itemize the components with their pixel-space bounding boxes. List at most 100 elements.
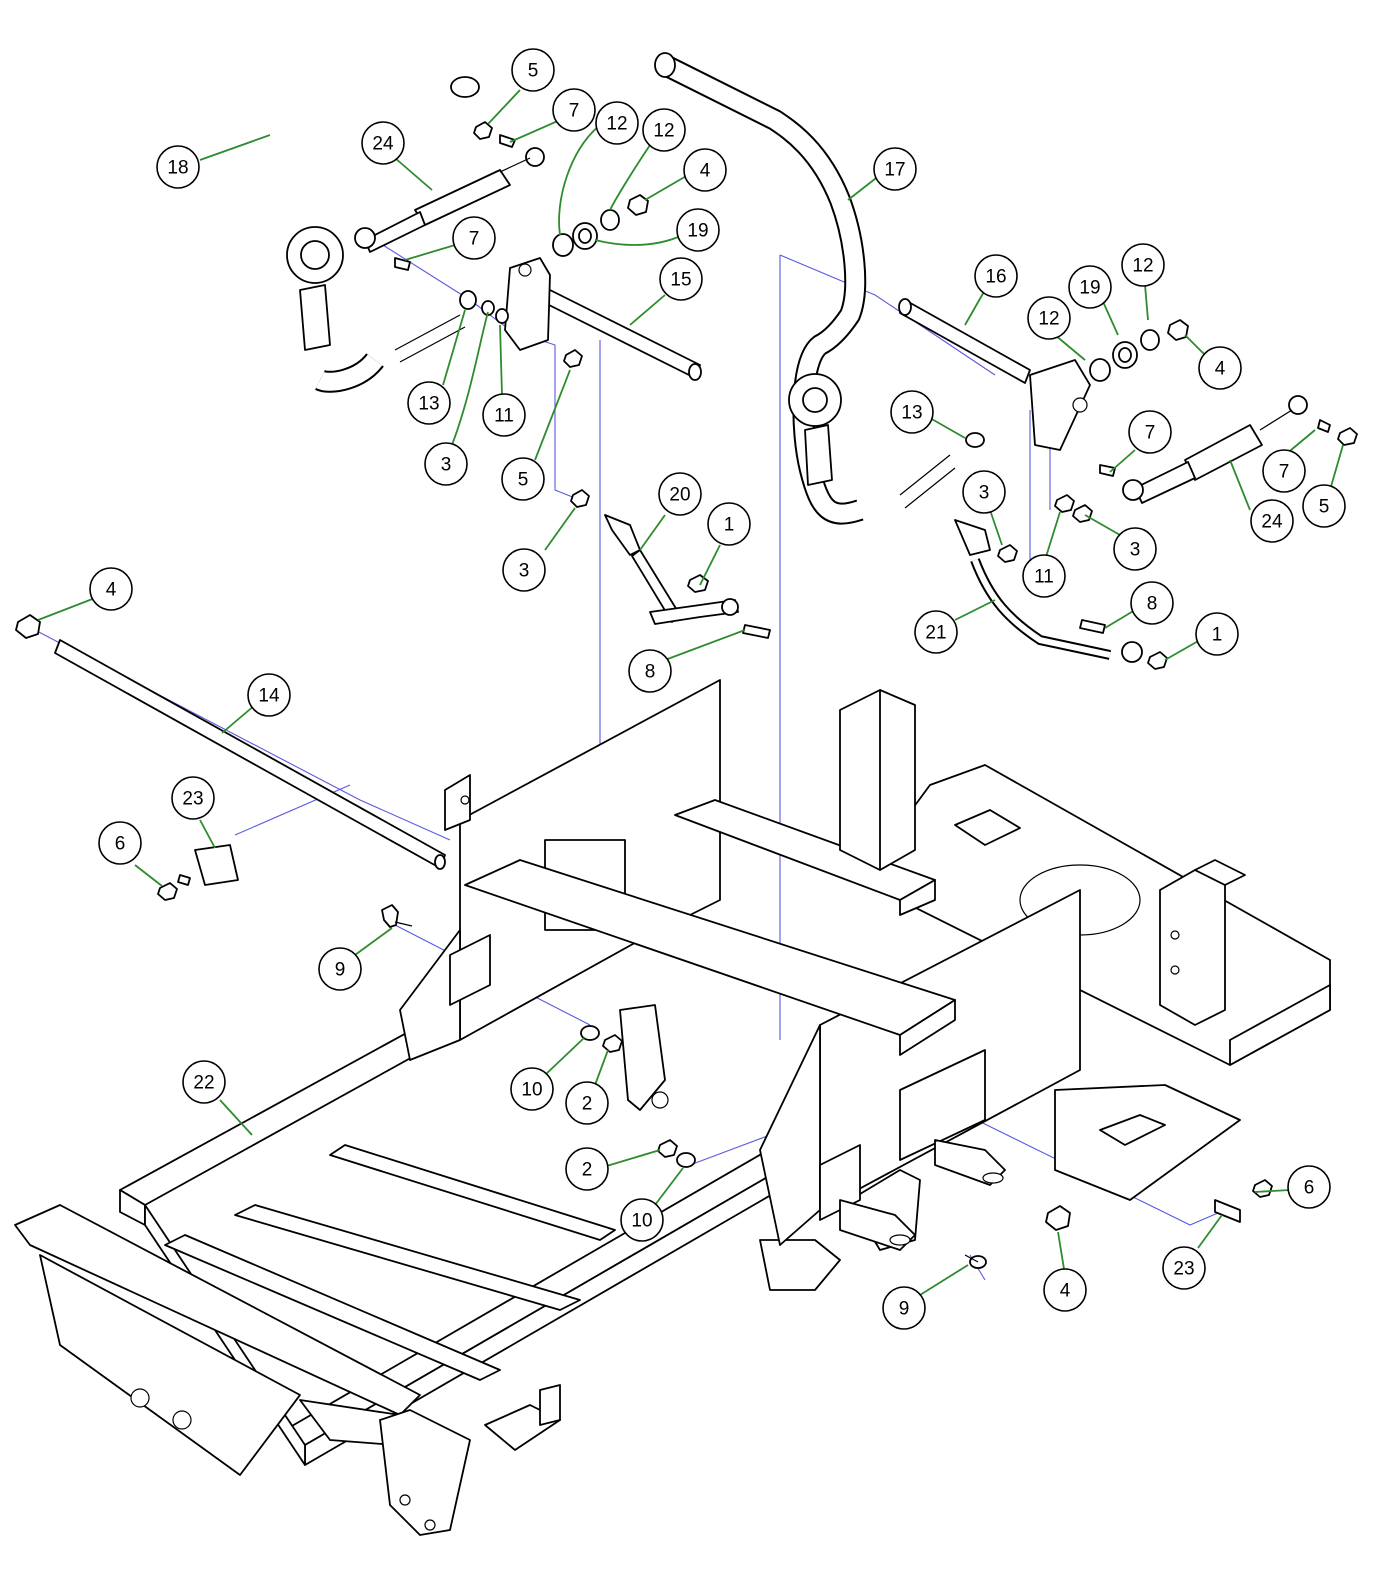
- callout-number: 3: [519, 561, 530, 582]
- small-hardware: [15, 121, 1358, 1269]
- callout-24: 24: [1250, 499, 1294, 543]
- callout-number: 5: [518, 470, 529, 491]
- callout-number: 17: [884, 160, 905, 181]
- callout-number: 14: [258, 686, 280, 707]
- callout-circle: [156, 145, 200, 189]
- callout-5: 5: [511, 48, 555, 92]
- callout-3: 3: [962, 470, 1006, 514]
- callout-circle: [1198, 346, 1242, 390]
- callout-18: 18: [156, 145, 200, 189]
- callout-circle: [1162, 1246, 1206, 1290]
- callout-4: 4: [1043, 1268, 1087, 1312]
- callout-circle: [98, 821, 142, 865]
- callout-10: 10: [510, 1067, 554, 1111]
- pivot-brackets: [504, 257, 1091, 451]
- callout-circle: [1195, 612, 1239, 656]
- callout-circle: [642, 108, 686, 152]
- callout-11: 11: [1022, 554, 1066, 598]
- callout-12: 12: [595, 101, 639, 145]
- callout-circle: [182, 1060, 226, 1104]
- callout-number: 19: [1079, 278, 1100, 299]
- callout-circle: [511, 48, 555, 92]
- callout-number: 10: [631, 1211, 652, 1232]
- callout-number: 2: [582, 1160, 593, 1181]
- callout-circle: [1027, 296, 1071, 340]
- dampers: [354, 147, 1308, 504]
- callout-number: 4: [700, 161, 711, 182]
- upper-frame-plates: [399, 679, 1081, 1251]
- callout-circle: [424, 442, 468, 486]
- callout-10: 10: [620, 1198, 664, 1242]
- callout-17: 17: [873, 147, 917, 191]
- callout-12: 12: [1027, 296, 1071, 340]
- callout-circle: [361, 121, 405, 165]
- callout-number: 7: [1279, 462, 1290, 483]
- callout-number: 7: [1145, 423, 1156, 444]
- callout-circle: [1068, 265, 1112, 309]
- callout-2: 2: [565, 1081, 609, 1125]
- callout-number: 1: [724, 515, 735, 536]
- callout-number: 9: [899, 1299, 910, 1320]
- callout-number: 7: [469, 229, 480, 250]
- callout-number: 12: [1132, 256, 1153, 277]
- callout-number: 19: [687, 221, 708, 242]
- callout-number: 12: [1038, 309, 1059, 330]
- callout-circle: [565, 1081, 609, 1125]
- callout-24: 24: [361, 121, 405, 165]
- callout-circle: [1130, 581, 1174, 625]
- callout-8: 8: [628, 649, 672, 693]
- callout-circle: [482, 393, 526, 437]
- callout-13: 13: [407, 381, 451, 425]
- callout-circle: [502, 548, 546, 592]
- leader-arrows: [37, 89, 1344, 1296]
- callout-circle: [510, 1067, 554, 1111]
- callout-8: 8: [1130, 581, 1174, 625]
- callout-number: 6: [1304, 1178, 1315, 1199]
- callout-number: 4: [106, 580, 117, 601]
- right-control-handle: [654, 52, 956, 525]
- callout-circle: [1128, 410, 1172, 454]
- callout-circle: [873, 147, 917, 191]
- callout-number: 2: [582, 1094, 593, 1115]
- callout-circle: [683, 148, 727, 192]
- callout-number: 8: [1147, 594, 1158, 615]
- callout-number: 4: [1060, 1281, 1071, 1302]
- callout-circle: [1043, 1268, 1087, 1312]
- callout-circle: [171, 776, 215, 820]
- callout-14: 14: [247, 673, 291, 717]
- callout-9: 9: [882, 1286, 926, 1330]
- callout-circle: [962, 470, 1006, 514]
- callout-circle: [595, 101, 639, 145]
- callout-3: 3: [424, 442, 468, 486]
- callout-circle: [707, 502, 751, 546]
- callout-number: 21: [925, 623, 946, 644]
- callout-circle: [676, 208, 720, 252]
- callout-4: 4: [683, 148, 727, 192]
- callout-23: 23: [171, 776, 215, 820]
- callout-16: 16: [974, 254, 1018, 298]
- left-control-handle: [272, 14, 480, 393]
- callout-number: 3: [441, 455, 452, 476]
- callout-20: 20: [658, 472, 702, 516]
- callout-circle: [882, 1286, 926, 1330]
- callout-number: 13: [901, 403, 922, 424]
- callout-number: 12: [606, 114, 627, 135]
- callout-number: 9: [335, 960, 346, 981]
- callout-circle: [89, 567, 133, 611]
- callout-number: 23: [1173, 1259, 1194, 1280]
- callout-7: 7: [552, 88, 596, 132]
- callout-number: 22: [193, 1073, 214, 1094]
- callout-number: 8: [645, 662, 656, 683]
- callout-2: 2: [565, 1147, 609, 1191]
- callout-circle: [318, 947, 362, 991]
- callout-circle: [659, 257, 703, 301]
- callout-number: 18: [167, 158, 188, 179]
- callout-number: 10: [521, 1080, 542, 1101]
- callout-3: 3: [502, 548, 546, 592]
- callout-number: 20: [669, 485, 690, 506]
- callout-13: 13: [890, 390, 934, 434]
- callout-circle: [658, 472, 702, 516]
- callout-6: 6: [98, 821, 142, 865]
- callout-5: 5: [501, 457, 545, 501]
- callout-number: 16: [985, 267, 1006, 288]
